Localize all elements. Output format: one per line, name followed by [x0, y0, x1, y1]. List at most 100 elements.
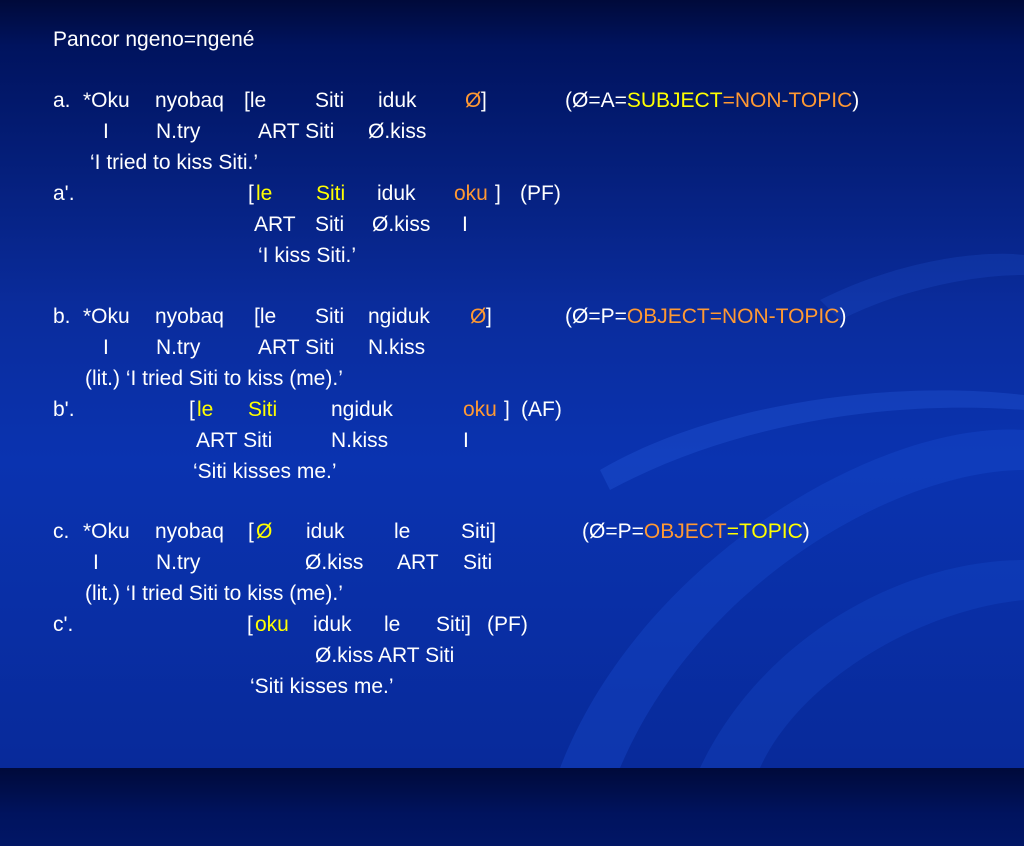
bracket: ] [486, 305, 492, 328]
word: iduk [306, 520, 345, 543]
gloss: ART Siti [258, 120, 335, 143]
gloss: N.kiss [331, 429, 389, 452]
word: nyobaq [155, 520, 224, 543]
example-b-prime-gloss: ART Siti N.kiss I [0, 428, 469, 558]
word-highlight-orange: oku [463, 398, 497, 421]
word-highlight-yellow: oku [255, 613, 289, 636]
voice-label: (AF) [521, 398, 562, 421]
gloss: ART Siti [196, 429, 273, 452]
example-a-prime-translation: ‘I kiss Siti.’ [258, 244, 357, 267]
gloss: I [103, 120, 109, 143]
gloss: N.try [156, 336, 201, 359]
example-b-gloss: I N.try ART Siti N.kiss [0, 335, 425, 491]
annotation-prefix: (Ø=P= [582, 520, 644, 543]
word: iduk [377, 182, 416, 205]
annotation-highlight-orange: OBJECT [626, 305, 710, 328]
annotation-text: (Ø=P=OBJECT=NON-TOPIC) [565, 304, 846, 330]
example-a-prime-line: a'. [ le Siti iduk oku ] (PF) [0, 181, 561, 441]
gloss: ART Siti [258, 336, 335, 359]
gloss: N.try [156, 120, 201, 143]
word-highlight-yellow: le [256, 182, 273, 205]
word-highlight-yellow: Siti [316, 182, 346, 205]
annotation-prefix: (Ø=P= [565, 305, 627, 328]
gloss: N.try [156, 551, 201, 574]
annotation-highlight-orange: OBJECT [643, 520, 727, 543]
word: nyobaq [155, 305, 224, 328]
gloss: ART [254, 213, 296, 236]
bracket: [ [247, 613, 253, 636]
example-a-gloss: I N.try ART Siti Ø.kiss [0, 119, 426, 275]
word: nyobaq [155, 89, 224, 112]
example-label: b. [53, 305, 71, 328]
bracket: [ [248, 520, 254, 543]
word-highlight-yellow: le [197, 398, 214, 421]
annotation-highlight-yellow: =TOPIC [726, 520, 803, 543]
gloss: I [463, 429, 469, 452]
bracket: ] [495, 182, 501, 205]
word: ngiduk [368, 305, 430, 328]
example-c-prime-gloss: Ø.kiss ART Siti [315, 644, 455, 667]
word: *Oku [83, 305, 130, 328]
bracket: [ [189, 398, 195, 421]
word: iduk [313, 613, 352, 636]
gloss: Siti [463, 551, 493, 574]
gloss: I [462, 213, 468, 236]
bracket: [ [248, 182, 254, 205]
voice-label: (PF) [520, 182, 561, 205]
annotation-suffix: ) [802, 520, 810, 543]
annotation-suffix: ) [839, 305, 847, 328]
gloss: ART [397, 551, 439, 574]
slide-title: Pancor ngeno=ngené [53, 28, 255, 51]
annotation-highlight-yellow: SUBJECT [626, 89, 723, 112]
bracket: ] [504, 398, 510, 421]
word-highlight-orange: oku [454, 182, 488, 205]
example-a-prime-gloss: ART Siti Ø.kiss I [0, 212, 468, 368]
example-c-translation: (lit.) ‘I tried Siti to kiss (me).’ [85, 582, 343, 605]
null-gap-highlight: Ø [256, 520, 273, 543]
example-a-line: a. *Oku nyobaq [le Siti iduk Ø ] (Ø=A=SU… [0, 88, 859, 374]
annotation-text: (Ø=A=SUBJECT=NON-TOPIC) [565, 88, 859, 114]
annotation-prefix: (Ø=A= [565, 89, 627, 112]
gloss: I [103, 336, 109, 359]
gloss: Siti [315, 213, 345, 236]
word: *Oku [83, 520, 130, 543]
example-label: a. [53, 89, 71, 112]
gloss: Ø.kiss [368, 120, 427, 143]
word: iduk [378, 89, 417, 112]
example-b-line: b. *Oku nyobaq [le Siti ngiduk Ø ] (Ø=P=… [0, 304, 846, 590]
bracket: ] [481, 89, 487, 112]
annotation-text: (Ø=P=OBJECT=TOPIC) [582, 519, 810, 545]
word: ngiduk [331, 398, 393, 421]
example-label: a'. [53, 182, 75, 205]
example-a-translation: ‘I tried to kiss Siti.’ [90, 151, 259, 174]
null-gap-highlight: Ø [465, 89, 482, 112]
background-swirl-decoration [560, 253, 1024, 768]
example-b-prime-translation: ‘Siti kisses me.’ [193, 460, 337, 483]
word: [le [244, 89, 267, 112]
gloss: Ø.kiss [305, 551, 364, 574]
example-c-prime-line: c'. [ oku iduk le Siti] (PF) [0, 612, 528, 846]
word: Siti [315, 89, 345, 112]
gloss: Ø.kiss [372, 213, 431, 236]
example-c-prime-translation: ‘Siti kisses me.’ [250, 675, 394, 698]
voice-label: (PF) [487, 613, 528, 636]
word: le [394, 520, 411, 543]
example-b-prime-line: b'. [ le Siti ngiduk oku ] (AF) [0, 397, 562, 657]
annotation-highlight-orange: =NON-TOPIC [722, 89, 853, 112]
null-gap-highlight: Ø [470, 305, 487, 328]
example-label: b'. [53, 398, 75, 421]
word: le [384, 613, 401, 636]
slide-content: Pancor ngeno=ngené a. *Oku nyobaq [le Si… [0, 28, 859, 698]
word-highlight-yellow: Siti [248, 398, 278, 421]
gloss: N.kiss [368, 336, 426, 359]
example-label: c'. [53, 613, 74, 636]
gloss: I [93, 551, 99, 574]
annotation-highlight-orange: =NON-TOPIC [709, 305, 840, 328]
example-b-translation: (lit.) ‘I tried Siti to kiss (me).’ [85, 367, 343, 390]
word: [le [254, 305, 277, 328]
example-label: c. [53, 520, 70, 543]
annotation-suffix: ) [852, 89, 860, 112]
word: *Oku [83, 89, 130, 112]
word: Siti [315, 305, 345, 328]
example-c-line: c. *Oku nyobaq [ Ø iduk le Siti] (Ø=P=OB… [0, 519, 810, 805]
